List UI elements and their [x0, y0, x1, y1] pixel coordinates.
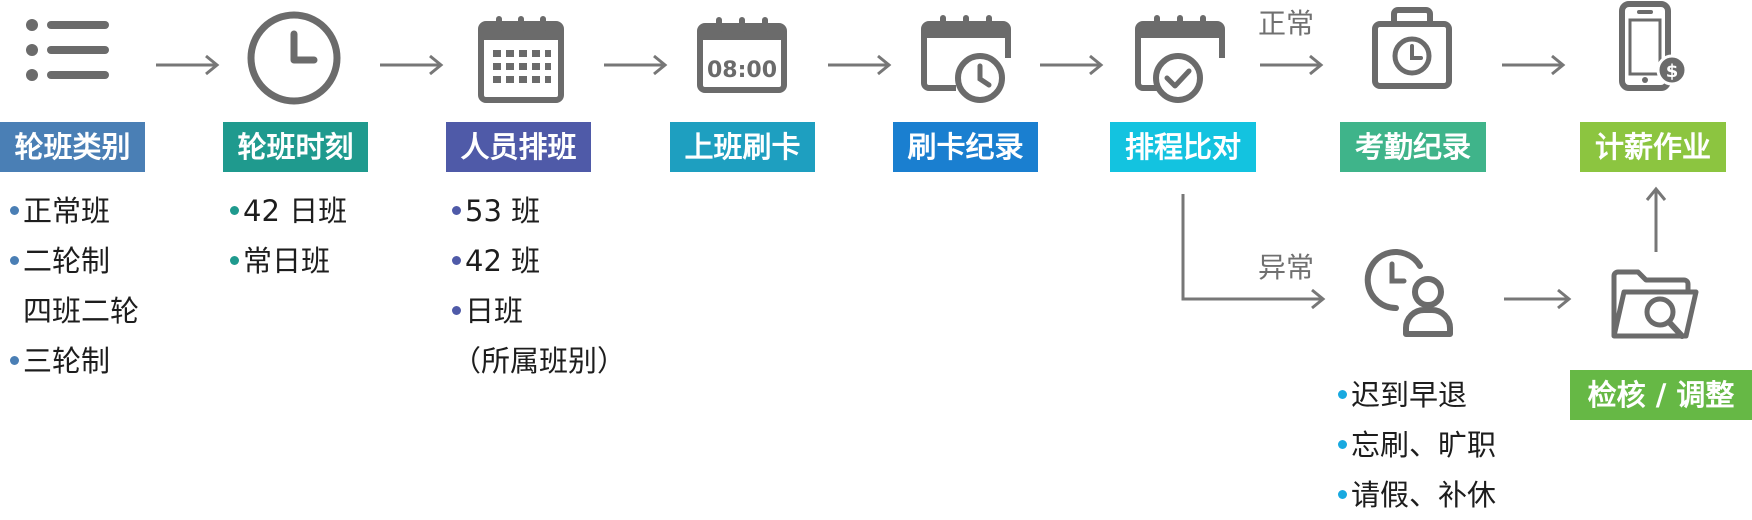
arrow-connector [1504, 288, 1572, 310]
shift-times-list: 42 日班 常日班 [230, 186, 347, 286]
list-item: 53 班 [452, 186, 626, 236]
clock-person-icon [1362, 248, 1460, 338]
list-item: 忘刷、旷职 [1338, 420, 1496, 470]
bullet-dot [1338, 389, 1347, 399]
bullet-dot [10, 355, 19, 365]
list-item: 请假、补休 [1338, 470, 1496, 520]
abnormal-branch-arrow [1181, 194, 1326, 310]
calendar-check-icon [1134, 14, 1226, 106]
list-icon [20, 14, 112, 86]
step-label-review-adjust: 检核 / 调整 [1570, 370, 1752, 420]
time-display: 08:00 [707, 58, 777, 83]
bullet-dot [452, 205, 461, 215]
list-item: 42 班 [452, 236, 626, 286]
arrow-connector [156, 54, 220, 76]
shift-types-list: 正常班 二轮制 四班二轮 三轮制 [10, 186, 139, 386]
bullet-dot [230, 255, 239, 265]
step-label-shift-type: 轮班类别 [0, 122, 145, 172]
arrow-up-connector [1645, 186, 1667, 252]
list-item: 二轮制 [10, 236, 139, 286]
exceptions-list: 迟到早退 忘刷、旷职 请假、补休 [1338, 370, 1496, 520]
arrow-connector [1260, 54, 1324, 76]
list-item: 常日班 [230, 236, 347, 286]
phone-payment-icon: $ [1616, 0, 1692, 96]
step-label-scheduling: 人员排班 [446, 122, 591, 172]
step-label-clock-in: 上班刷卡 [670, 122, 815, 172]
bullet-dot [230, 205, 239, 215]
scheduling-list: 53 班 42 班 日班 （所属班别） [452, 186, 626, 386]
bullet-dot [1338, 439, 1347, 449]
bullet-dot [1338, 489, 1347, 499]
step-label-card-records: 刷卡纪录 [893, 122, 1038, 172]
arrow-connector [380, 54, 444, 76]
list-item: 日班 [452, 286, 626, 336]
list-item: 三轮制 [10, 336, 139, 386]
arrow-connector [1502, 54, 1566, 76]
timesheet-icon [1370, 6, 1454, 90]
calendar-clock-icon [920, 14, 1012, 106]
list-item: 42 日班 [230, 186, 347, 236]
bullet-dot [10, 205, 19, 215]
list-note: （所属班别） [452, 344, 627, 378]
arrow-connector [828, 54, 892, 76]
step-label-attendance-records: 考勤纪录 [1340, 122, 1486, 172]
branch-abnormal-label: 异常 [1258, 251, 1315, 284]
arrow-connector [1040, 54, 1104, 76]
list-item: 迟到早退 [1338, 370, 1496, 420]
list-item: 正常班 [10, 186, 139, 236]
bullet-dot [10, 255, 19, 265]
svg-text:$: $ [1666, 61, 1679, 82]
bullet-dot [452, 255, 461, 265]
step-label-schedule-compare: 排程比对 [1110, 122, 1256, 172]
calendar-time-icon: 08:00 [696, 16, 788, 94]
bullet-dot [452, 305, 461, 315]
step-label-payroll: 计薪作业 [1580, 122, 1726, 172]
branch-normal-label: 正常 [1258, 7, 1315, 40]
folder-search-icon [1608, 266, 1700, 346]
list-item: 四班二轮 [23, 294, 140, 328]
step-label-shift-time: 轮班时刻 [223, 122, 368, 172]
arrow-connector [604, 54, 668, 76]
calendar-grid-icon [476, 14, 566, 104]
clock-icon [246, 10, 342, 106]
